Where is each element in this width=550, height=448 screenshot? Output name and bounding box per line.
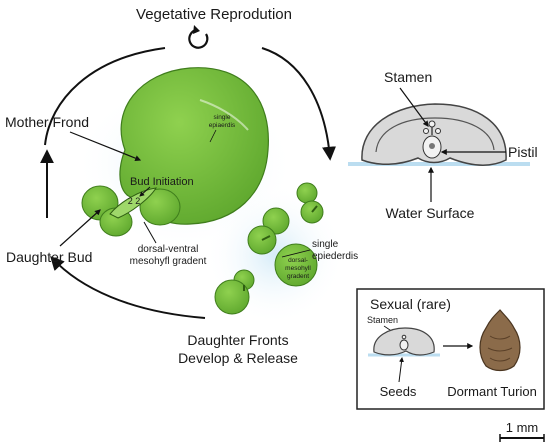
daughter-bud-cluster: 2 2 xyxy=(81,185,181,237)
single-epidermis-label-2: epiederdis xyxy=(312,251,358,262)
daughter-fronts-label-2: Develop & Release xyxy=(178,350,298,366)
daughter-fronts-label-1: Daughter Fronts xyxy=(187,332,288,348)
single-epidermis-small-label-2: epiaerdis xyxy=(209,122,236,129)
stamen-pointer xyxy=(399,87,429,127)
single-epidermis-small-pointer xyxy=(209,129,217,143)
single-epidermis-label-1: single xyxy=(312,239,339,250)
daughter-bud-pointer xyxy=(59,209,101,247)
cycle-arrow-top-right xyxy=(261,47,337,161)
scale-bar: 1 mm xyxy=(499,420,545,442)
sexual-box-stamen-label: Stamen xyxy=(367,315,398,325)
sexual-box-title: Sexual (rare) xyxy=(370,296,451,312)
water-surface-label: Water Surface xyxy=(386,205,475,221)
cycle-arrow-top xyxy=(44,47,166,146)
daughter-bud-label: Daughter Bud xyxy=(6,249,92,265)
sexual-reproduction-box: Sexual (rare) Stamen Seeds Dormant Turio… xyxy=(356,288,545,410)
bud-initiation-pointer xyxy=(139,186,151,197)
single-epidermis-small-label-1: single xyxy=(214,114,231,121)
dormant-turion-label: Dormant Turion xyxy=(447,384,537,399)
daughter-fronds-cluster xyxy=(214,182,324,315)
seeds-label: Seeds xyxy=(380,384,417,399)
mother-frond-pointer xyxy=(69,131,142,162)
seeds-pointer xyxy=(398,357,404,383)
mother-frond-label: Mother Frond xyxy=(5,114,89,130)
inner-frond-label-1: dorsal- xyxy=(288,257,308,264)
sexual-box-flower xyxy=(368,327,440,357)
bud-initiation-label: Bud Initiation xyxy=(130,176,194,188)
flower-cross-section xyxy=(348,103,530,166)
inner-frond-label-3: gradent xyxy=(287,273,309,280)
scale-bar-label: 1 mm xyxy=(506,420,539,435)
inner-frond-label-2: mesohyll xyxy=(285,265,311,272)
dorsal-ventral-pointer xyxy=(143,221,157,244)
pistil-label: Pistil xyxy=(508,144,538,160)
dormant-turion-shape xyxy=(479,309,521,372)
bud-number-label: 2 2 xyxy=(128,196,141,206)
cycle-arrow-icon xyxy=(188,25,209,49)
dorsal-ventral-label-1: dorsal-ventral xyxy=(138,244,199,255)
stamen-label: Stamen xyxy=(384,69,432,85)
cycle-arrow-bottom xyxy=(50,255,206,319)
diagram-title: Vegetative Reprodution xyxy=(136,6,292,23)
single-epidermis-pointer xyxy=(281,249,311,258)
dorsal-ventral-label-2: mesohyfl gradent xyxy=(130,256,207,267)
